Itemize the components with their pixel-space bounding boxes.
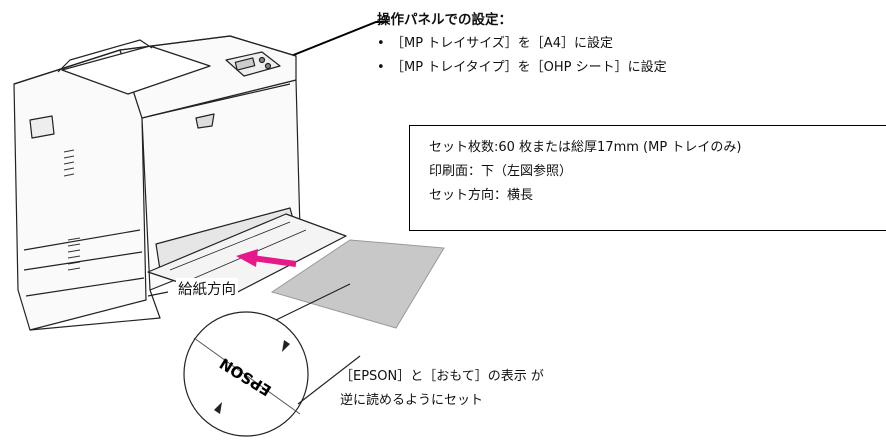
marking-note-line: 逆に読めるようにセット bbox=[340, 393, 484, 408]
panel-settings-list: ［MP トレイサイズ］を［A4］に設定 ［MP トレイタイプ］を［OHP シート… bbox=[377, 32, 667, 80]
marking-note-line: ［EPSON］と［おもて］の表示 が bbox=[340, 369, 544, 384]
info-line-print-side: 印刷面：下（左図参照） bbox=[429, 164, 573, 179]
sheet-marking-arrow-left bbox=[214, 402, 222, 414]
panel-settings-title: 操作パネルでの設定： bbox=[377, 12, 512, 28]
ohp-sheet bbox=[270, 239, 445, 329]
control-panel-display bbox=[234, 57, 256, 71]
panel-setting-item: ［MP トレイタイプ］を［OHP シート］に設定 bbox=[377, 56, 667, 80]
loading-info-box: セット枚数:60 枚または総厚17mm (MP トレイのみ) 印刷面：下（左図参… bbox=[409, 125, 886, 231]
sheet-marking-arrow-right bbox=[282, 340, 290, 352]
side-vents bbox=[63, 149, 81, 271]
callout-leader-line bbox=[265, 21, 388, 67]
info-line-capacity: セット枚数:60 枚または総厚17mm (MP トレイのみ) bbox=[429, 140, 742, 155]
feed-direction-label: 給紙方向 bbox=[176, 278, 238, 299]
magnifier-circle: EPSON bbox=[183, 283, 361, 437]
panel-setting-item: ［MP トレイサイズ］を［A4］に設定 bbox=[377, 32, 667, 56]
printer bbox=[13, 35, 347, 331]
feed-direction-arrow bbox=[236, 249, 297, 267]
feed-label-pointer bbox=[147, 291, 169, 297]
info-line-orientation: セット方向：横長 bbox=[429, 188, 534, 203]
marking-note: ［EPSON］と［おもて］の表示 が 逆に読めるようにセット bbox=[340, 365, 544, 413]
panel-settings-callout: 操作パネルでの設定： ［MP トレイサイズ］を［A4］に設定 ［MP トレイタイ… bbox=[377, 8, 667, 80]
